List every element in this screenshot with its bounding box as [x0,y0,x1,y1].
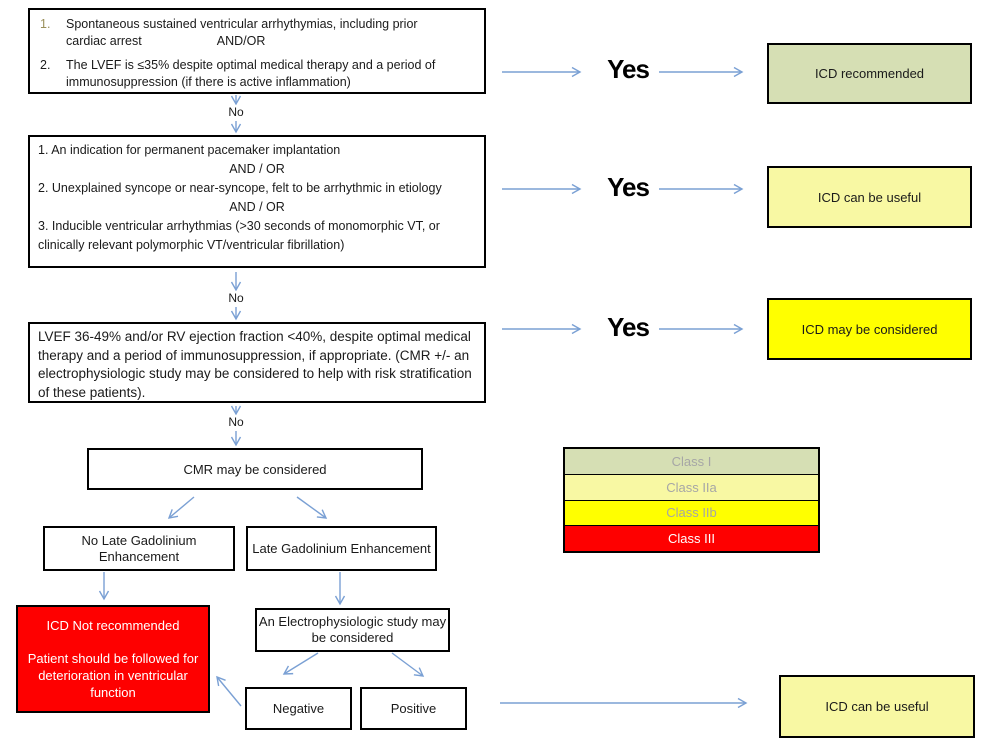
lge-node: Late Gadolinium Enhancement [246,526,437,571]
outcome-label: ICD recommended [814,66,925,81]
icd-not-recommended-node: ICD Not recommended Patient should be fo… [16,605,210,713]
negative-node: Negative [245,687,352,730]
arrow-ep-to-positive [391,652,425,677]
yes-label-3: Yes [607,312,650,342]
criteria1-item1-line1: Spontaneous sustained ventricular arrhyt… [66,17,418,31]
legend-label: Class IIa [666,479,717,495]
and-or-connector: AND/OR [216,34,266,48]
icd-not-recommended-detail: Patient should be followed for deteriora… [27,651,199,700]
criteria-box-lvef-36-49: LVEF 36-49% and/or RV ejection fraction … [28,322,486,403]
legend-label: Class IIb [666,505,717,521]
no-lge-label: No Late Gadolinium Enhancement [81,532,197,564]
list-number-1: 1. [40,17,51,31]
and-or-connector: AND / OR [229,200,285,214]
class-legend: Class I Class IIa Class IIb Class III [563,447,820,553]
outcome-icd-recommended: ICD recommended [767,43,972,104]
and-or-connector: AND / OR [229,162,285,176]
criteria1-item1-line2: cardiac arrest [66,34,142,48]
icd-not-recommended-title: ICD Not recommended [46,618,180,633]
outcome-label: ICD may be considered [801,321,938,337]
ep-study-label: An Electrophysiologic study may be consi… [258,614,447,645]
no-label-1: No [222,105,250,119]
criteria2-item3: 3. Inducible ventricular arrhythmias (>3… [38,219,440,252]
negative-label: Negative [272,701,325,716]
criteria-box-pacemaker-syncope-inducible: 1. An indication for permanent pacemaker… [28,135,486,268]
criteria3-text: LVEF 36-49% and/or RV ejection fraction … [38,329,472,400]
outcome-icd-can-be-useful-1: ICD can be useful [767,166,972,228]
list-number-2: 2. [40,58,51,72]
lge-label: Late Gadolinium Enhancement [252,540,431,556]
legend-label: Class III [668,531,715,547]
criteria1-item1: Spontaneous sustained ventricular arrhyt… [66,16,478,50]
ep-study-node: An Electrophysiologic study may be consi… [255,608,450,652]
outcome-icd-may-be-considered: ICD may be considered [767,298,972,360]
yes-label-1: Yes [607,54,650,84]
legend-label: Class I [671,453,712,469]
legend-row-class-i: Class I [565,449,818,474]
positive-node: Positive [360,687,467,730]
legend-row-class-iia: Class IIa [565,473,818,500]
arrow-cmr-to-lge [296,496,328,519]
arrow-cmr-to-no-lge [167,496,195,519]
no-label-3: No [222,415,250,429]
positive-label: Positive [390,701,437,716]
outcome-label: ICD can be useful [817,189,922,205]
legend-row-class-iii: Class III [565,525,818,551]
criteria2-item1: 1. An indication for permanent pacemaker… [38,143,341,157]
yes-label-2: Yes [607,172,650,202]
criteria-box-sustained-va-lvef: 1. Spontaneous sustained ventricular arr… [28,8,486,94]
arrow-negative-to-icd-not [216,675,242,707]
cmr-node: CMR may be considered [87,448,423,490]
cmr-label: CMR may be considered [183,461,327,477]
outcome-label: ICD can be useful [825,699,929,714]
legend-row-class-iib: Class IIb [565,499,818,526]
criteria2-item2: 2. Unexplained syncope or near-syncope, … [38,181,442,195]
criteria1-item2: The LVEF is ≤35% despite optimal medical… [66,58,436,89]
arrow-ep-to-negative [282,652,319,675]
no-label-2: No [222,291,250,305]
no-lge-node: No Late Gadolinium Enhancement [43,526,235,571]
outcome-icd-can-be-useful-2: ICD can be useful [779,675,975,738]
